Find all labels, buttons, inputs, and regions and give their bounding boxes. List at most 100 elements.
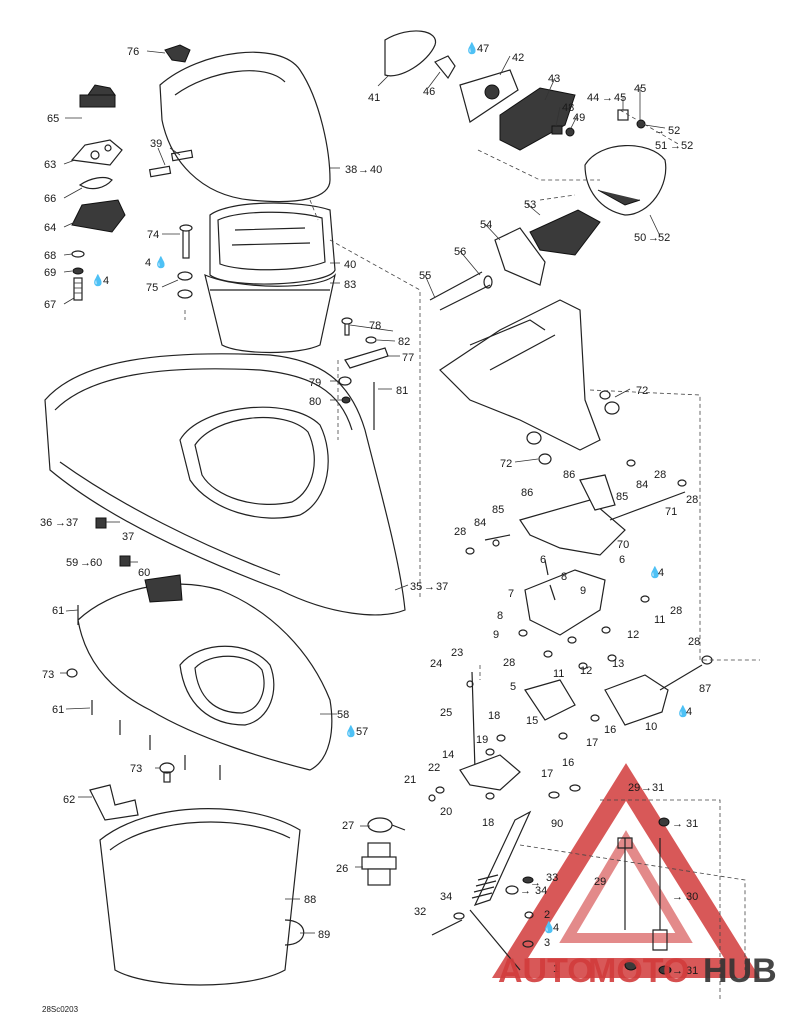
callout-72a: 72	[636, 385, 648, 397]
callout-63: 63	[44, 159, 56, 171]
callout-16b: 16	[562, 757, 574, 769]
clip-37	[95, 517, 107, 529]
callout-34b: 34	[440, 891, 452, 903]
striker-63	[70, 139, 123, 166]
callout-46: 46	[423, 86, 435, 98]
callout-13: 13	[612, 658, 624, 670]
grommet-72a	[599, 390, 620, 415]
callout-60b: 60	[138, 567, 150, 579]
callout-28c: 28	[454, 526, 466, 538]
storage-tub-88	[99, 808, 301, 986]
callout-8a: 8	[561, 571, 567, 583]
arrow-52: →	[654, 125, 665, 137]
cable-loop-27	[367, 817, 406, 833]
callout-10: 10	[645, 721, 657, 733]
callout-9b: 9	[493, 629, 499, 641]
callout-39: 39	[150, 138, 162, 150]
mirror-41	[384, 30, 437, 77]
callout-76: 76	[127, 46, 139, 58]
callout-23: 23	[451, 647, 463, 659]
shock-absorber-1	[469, 810, 532, 971]
small-fasteners	[428, 459, 713, 971]
callout-48: 48	[562, 102, 574, 114]
callout-29b: 29	[594, 876, 606, 888]
callout-41: 41	[368, 92, 380, 104]
callout-61b: 61	[52, 704, 64, 716]
mount-46	[434, 55, 456, 80]
callout-83: 83	[344, 279, 356, 291]
drop-icon-4d: 💧	[676, 705, 690, 718]
washers-75	[177, 271, 193, 299]
cap-73a	[66, 668, 78, 678]
latch-64	[71, 199, 126, 233]
callout-9a: 9	[580, 585, 586, 597]
screws-lower	[119, 720, 221, 780]
callout-33: 33	[546, 872, 558, 884]
washer-34b	[453, 912, 465, 920]
callout-21: 21	[404, 774, 416, 786]
storage-bin-40	[209, 202, 336, 285]
washer-69	[72, 267, 84, 275]
hood-35	[44, 353, 406, 616]
callout-14: 14	[442, 749, 454, 761]
hinge-77	[344, 347, 389, 369]
callout-37c: 37	[436, 581, 448, 593]
callout-75: 75	[146, 282, 158, 294]
arrow-44: →	[602, 92, 613, 104]
callout-4d: 4	[686, 706, 692, 718]
callout-6a: 6	[540, 554, 546, 566]
rod-23	[471, 671, 476, 771]
diagram-code: 28Sc0203	[42, 1005, 79, 1014]
plate-42	[459, 69, 519, 123]
vent-53	[529, 209, 601, 256]
callout-73a: 73	[42, 669, 54, 681]
callout-3: 3	[544, 937, 550, 949]
callout-31a: 31	[652, 782, 664, 794]
frame-ghost	[439, 299, 601, 451]
watermark-hub: HUB	[703, 952, 777, 990]
callout-61a: 61	[52, 605, 64, 617]
callout-38: 38	[345, 164, 357, 176]
callout-17b: 17	[541, 768, 553, 780]
washer-56	[483, 275, 493, 289]
callout-45: 45	[614, 92, 626, 104]
callout-25: 25	[440, 707, 452, 719]
nut-49	[565, 127, 575, 137]
callout-24: 24	[430, 658, 442, 670]
callout-35: 35	[410, 581, 422, 593]
arrow-50: →	[648, 232, 659, 244]
rod-71	[609, 491, 686, 521]
callout-53: 53	[524, 199, 536, 211]
grommet-72b	[526, 431, 552, 465]
callout-49: 49	[573, 112, 585, 124]
cap-73b	[159, 762, 175, 783]
pins-39	[148, 149, 194, 178]
clip-60	[119, 555, 131, 567]
callout-86b: 86	[521, 487, 533, 499]
callout-18b: 18	[482, 817, 494, 829]
callout-56: 56	[454, 246, 466, 258]
housing-50	[584, 144, 667, 216]
drop-icon-4c: 💧	[648, 566, 662, 579]
callout-36: 36	[40, 517, 52, 529]
callout-31b: 31	[686, 818, 698, 830]
arrow-38: →	[358, 164, 369, 176]
callout-43: 43	[548, 73, 560, 85]
nut-48	[551, 125, 563, 135]
callout-84a: 84	[636, 479, 648, 491]
callout-44: 44	[587, 92, 599, 104]
callout-87: 87	[699, 683, 711, 695]
callout-73b: 73	[130, 763, 142, 775]
callout-90: 90	[551, 818, 563, 830]
callout-82: 82	[398, 336, 410, 348]
callout-4c: 4	[658, 567, 664, 579]
callout-51: 51	[655, 140, 667, 152]
callout-28d: 28	[670, 605, 682, 617]
clip-65	[79, 84, 116, 108]
callout-47: 47	[477, 43, 489, 55]
handle-89	[284, 919, 305, 946]
housing-43	[499, 87, 576, 151]
callout-64: 64	[44, 222, 56, 234]
callout-68: 68	[44, 250, 56, 262]
callout-34a: 34	[535, 885, 547, 897]
